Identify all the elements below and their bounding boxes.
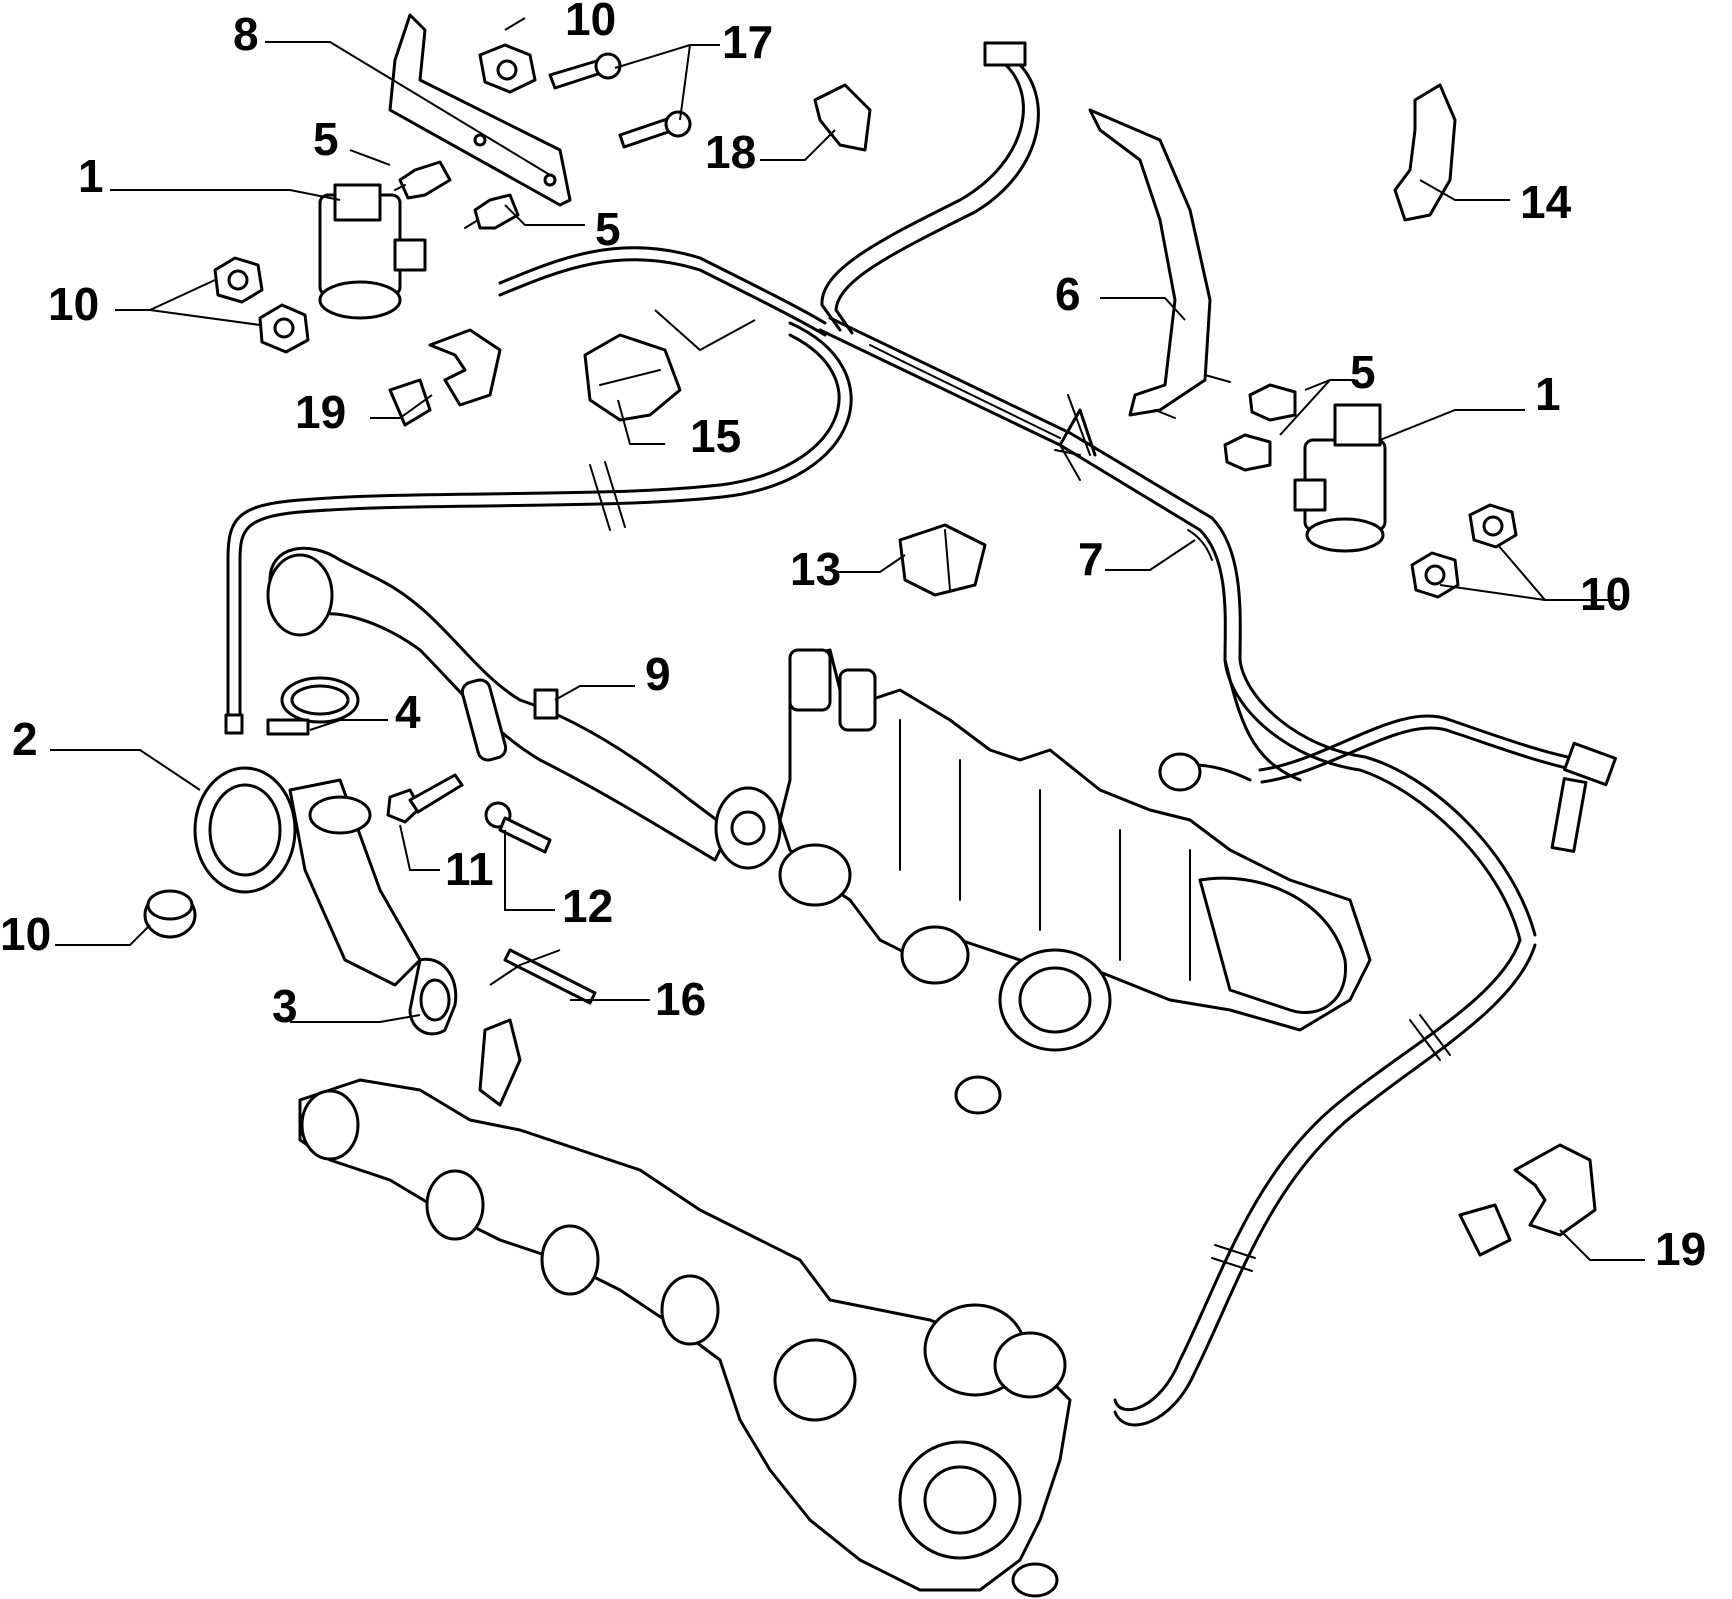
pipe-assembly-7	[818, 316, 1617, 1427]
nut-10-right-a	[1468, 503, 1518, 549]
clip-15	[583, 333, 682, 422]
clip-13	[898, 523, 987, 597]
nut-10-left-b	[258, 303, 310, 354]
screw-17a	[548, 52, 622, 90]
callout-6: 6	[1055, 268, 1081, 320]
callout-12: 12	[562, 880, 613, 932]
solenoid-valve-1-left	[318, 183, 427, 320]
callout-18: 18	[705, 126, 756, 178]
callout-5-left-bottom: 5	[595, 203, 621, 255]
callout-10-right: 10	[1580, 568, 1631, 620]
clip-19-right	[1458, 1143, 1597, 1257]
callout-19-left: 19	[295, 386, 346, 438]
exhaust-manifold-turbo	[298, 1018, 1072, 1598]
seal-cap-10	[143, 889, 197, 939]
egr-pipe-9	[266, 546, 782, 870]
callout-16: 16	[655, 973, 706, 1025]
callout-19-right: 19	[1655, 1223, 1706, 1275]
egr-valve-2	[193, 766, 422, 987]
callout-10-top: 10	[565, 0, 616, 45]
vacuum-hose-upper-left	[224, 246, 853, 735]
nut-10-left-a	[213, 256, 264, 304]
nut-10-top	[478, 43, 537, 94]
callout-10-left: 10	[48, 278, 99, 330]
callout-8: 8	[233, 8, 259, 60]
intake-manifold	[778, 648, 1372, 1115]
clip-19-left	[388, 328, 502, 427]
callout-3: 3	[272, 980, 298, 1032]
callout-1-right: 1	[1535, 368, 1561, 420]
break-marks	[589, 444, 1451, 1272]
sensor-5-c	[1154, 374, 1297, 472]
vacuum-hose-upper-right	[820, 41, 1040, 335]
callout-5-right: 5	[1350, 346, 1376, 398]
callout-10-bottom: 10	[0, 908, 51, 960]
nut-10-right-b	[1410, 551, 1460, 599]
bracket-6	[1088, 108, 1212, 417]
bolt-12	[484, 801, 552, 854]
gasket-3	[408, 957, 458, 1036]
callout-17: 17	[722, 16, 773, 68]
bolt-11	[386, 773, 464, 824]
solenoid-valve-1-right	[1293, 403, 1387, 553]
sensor-5-a	[394, 160, 452, 200]
callout-13: 13	[790, 543, 841, 595]
callout-14: 14	[1520, 176, 1572, 228]
clamp-4	[266, 676, 360, 736]
callout-5-left-top: 5	[313, 113, 339, 165]
sensor-5-b	[464, 193, 520, 230]
leader-lines	[50, 17, 1645, 1261]
callout-11: 11	[445, 843, 494, 895]
callout-15: 15	[690, 410, 741, 462]
callout-1-left: 1	[78, 150, 104, 202]
callout-7: 7	[1078, 533, 1104, 585]
callout-4: 4	[395, 686, 421, 738]
callout-2: 2	[12, 713, 38, 765]
clip-14	[1393, 83, 1457, 222]
stud-16	[503, 948, 597, 1005]
screw-17b	[618, 110, 692, 149]
callout-9: 9	[645, 648, 671, 700]
bracket-8	[388, 13, 572, 207]
clip-18	[813, 83, 872, 152]
